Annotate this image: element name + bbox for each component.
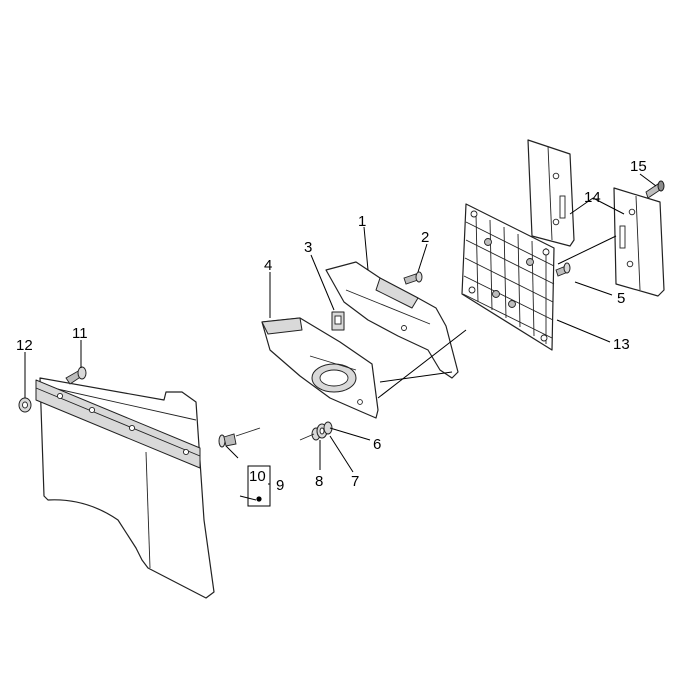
callout-12: 12 [16, 337, 33, 354]
callout-7: 7 [351, 473, 359, 490]
part-upper-cover [325, 261, 459, 379]
part-plate-bracket-right [613, 187, 665, 297]
callout-1: 1 [358, 213, 366, 230]
callout-3: 3 [304, 239, 312, 256]
callout-13: 13 [613, 336, 630, 353]
callout-6: 6 [373, 436, 381, 453]
part-screw-15 [645, 180, 665, 199]
callout-5: 5 [617, 290, 625, 307]
callout-8: 8 [315, 473, 323, 490]
callout-9: 9 [276, 477, 284, 494]
part-screw-2 [403, 271, 423, 285]
part-screw-10 [218, 427, 261, 448]
part-plate-bracket-left [527, 139, 575, 247]
callout-bracket-9-10 [247, 465, 271, 507]
part-rear-bracket [261, 317, 379, 419]
part-nut-12 [18, 397, 32, 413]
part-washer-nut-stack [299, 421, 333, 441]
callout-10: 10 [249, 468, 266, 485]
part-clip-3 [331, 311, 345, 331]
callout-labels: 1 2 3 4 5 6 7 8 9 10 11 12 13 14 15 [16, 158, 647, 494]
part-mud-flap [39, 377, 215, 599]
callout-2: 2 [421, 229, 429, 246]
callout-4: 4 [264, 257, 272, 274]
leader-lines [24, 173, 657, 501]
callout-15: 15 [630, 158, 647, 175]
part-license-plate-holder [461, 203, 555, 351]
callout-11: 11 [72, 325, 88, 342]
part-flap-mounting-bar [35, 379, 201, 469]
part-screw-5 [555, 262, 571, 277]
part-bolt-11 [65, 366, 87, 385]
callout-14: 14 [584, 189, 601, 206]
